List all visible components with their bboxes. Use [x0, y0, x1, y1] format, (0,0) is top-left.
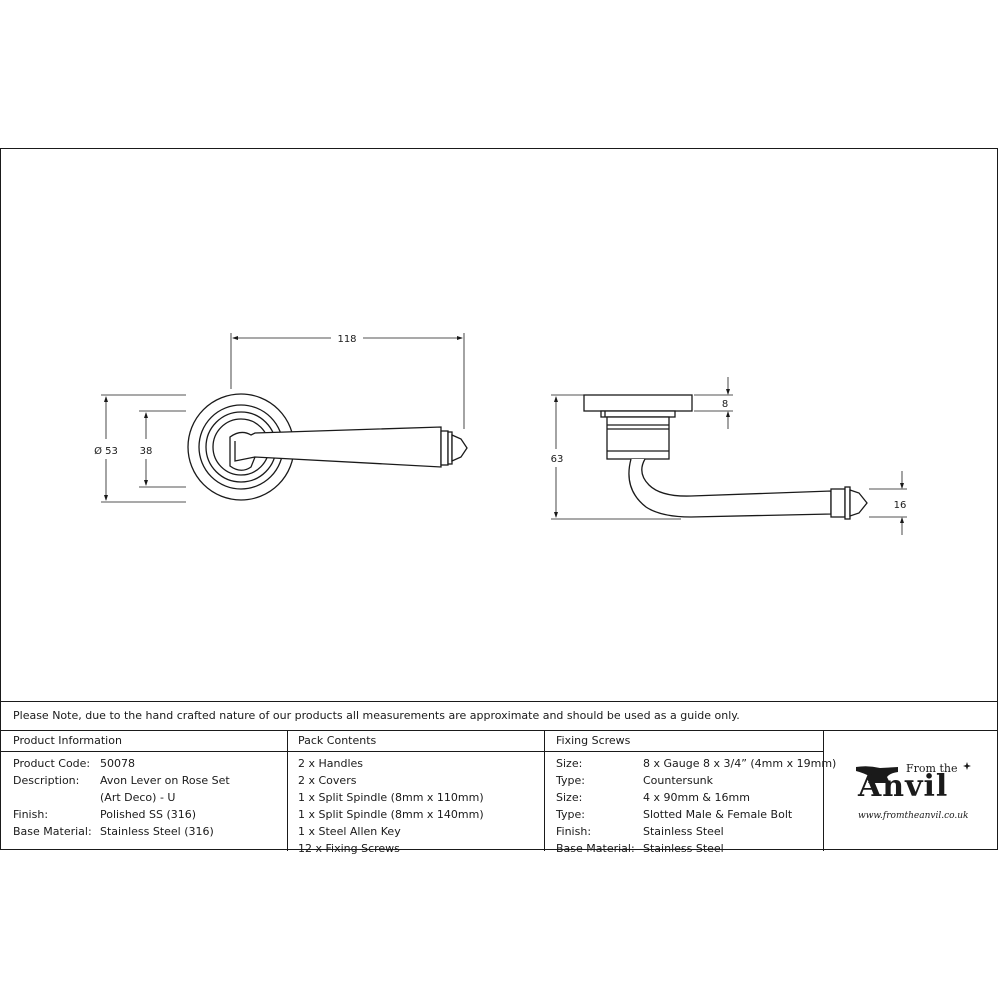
fixing-screw-row: Type: Countersunk [545, 772, 823, 789]
pack-item-text: 1 x Split Spindle (8mm x 140mm) [298, 808, 484, 821]
product-info-key: Product Code: [13, 757, 91, 770]
measurement-note: Please Note, due to the hand crafted nat… [1, 701, 997, 731]
side-lever-collar [830, 488, 846, 518]
logo-panel: From the Anvil www.fromtheanvil.co.uk [824, 731, 997, 851]
fixing-screw-value: Stainless Steel [643, 842, 724, 855]
front-lever-collar [440, 430, 449, 466]
pack-item: 2 x Covers [288, 772, 544, 789]
product-information-rows: Product Code: 50078 Description: Avon Leve… [1, 752, 287, 840]
side-neck [606, 416, 670, 460]
side-lever-ring [844, 486, 851, 520]
from-the-anvil-logo: From the Anvil www.fromtheanvil.co.uk [854, 759, 984, 829]
pack-item: 12 x Fixing Screws [288, 840, 544, 857]
dim-38-label: 38 [140, 446, 153, 457]
dim-8-label: 8 [722, 399, 728, 410]
side-lever-tip [849, 489, 868, 517]
product-info-row: Finish: Polished SS (316) [1, 806, 287, 823]
pack-item-text: 1 x Steel Allen Key [298, 825, 401, 838]
pack-contents-panel: Pack Contents 2 x Handles 2 x Covers 1 x… [288, 731, 545, 855]
fixing-screws-panel: Fixing Screws Size: 8 x Gauge 8 x 3/4” (4… [545, 731, 836, 855]
pack-item-text: 12 x Fixing Screws [298, 842, 400, 855]
fixing-screw-key: Type: [556, 808, 585, 821]
fixing-screw-row: Size: 4 x 90mm & 16mm [545, 789, 823, 806]
pack-item: 2 x Handles [288, 755, 544, 772]
product-info-key: Description: [13, 774, 80, 787]
fixing-screws-rows: Size: 8 x Gauge 8 x 3/4” (4mm x 19mm) Typ… [545, 752, 836, 857]
pack-item: 1 x Steel Allen Key [288, 823, 544, 840]
dim-53-label: Ø 53 [94, 445, 118, 457]
dim-118-label: 118 [337, 334, 356, 345]
fixing-screw-key: Type: [556, 774, 585, 787]
fixing-screw-value: 4 x 90mm & 16mm [643, 791, 750, 804]
fixing-screws-header: Fixing Screws [545, 731, 823, 752]
product-info-row: Description: Avon Lever on Rose Set [1, 772, 287, 789]
fixing-screw-value: Slotted Male & Female Bolt [643, 808, 793, 821]
pack-contents-list: 2 x Handles 2 x Covers 1 x Split Spindle… [288, 752, 544, 857]
product-info-row: (Art Deco) - U [1, 789, 287, 806]
front-lever-tip [451, 433, 468, 463]
product-information-panel: Product Information Product Code: 50078 D… [1, 731, 288, 851]
dim-63-label: 63 [551, 454, 564, 465]
anvil-icon [856, 762, 971, 783]
product-info-key: Finish: [13, 808, 49, 821]
fixing-screw-row: Type: Slotted Male & Female Bolt [545, 806, 823, 823]
dim-16-label: 16 [894, 500, 907, 511]
front-lever-neck [234, 441, 256, 462]
product-info-value: Stainless Steel (316) [100, 825, 214, 838]
pack-item-text: 2 x Covers [298, 774, 357, 787]
pack-contents-header: Pack Contents [288, 731, 544, 752]
pack-item: 1 x Split Spindle (8mm x 140mm) [288, 806, 544, 823]
side-rose-plate [583, 394, 693, 412]
fixing-screw-key: Finish: [556, 825, 592, 838]
drawing-sheet: 118 Ø 53 38 [0, 148, 998, 855]
pack-item-text: 1 x Split Spindle (8mm x 110mm) [298, 791, 484, 804]
product-info-value: (Art Deco) - U [100, 791, 176, 804]
fixing-screw-value: Countersunk [643, 774, 714, 787]
fixing-screw-row: Base Material: Stainless Steel [545, 840, 823, 857]
logo-brand-text: Anvil [858, 769, 949, 804]
fixing-screw-row: Finish: Stainless Steel [545, 823, 823, 840]
front-lever [229, 426, 442, 471]
technical-drawing: 118 Ø 53 38 [94, 333, 907, 535]
product-info-row: Product Code: 50078 [1, 755, 287, 772]
pack-item: 1 x Split Spindle (8mm x 110mm) [288, 789, 544, 806]
pack-item-text: 2 x Handles [298, 757, 364, 770]
side-rose-step [600, 410, 676, 418]
fixing-screw-key: Base Material: [556, 842, 635, 855]
fixing-screw-row: Size: 8 x Gauge 8 x 3/4” (4mm x 19mm) [545, 755, 836, 772]
side-view: 63 8 16 [551, 377, 907, 535]
product-info-value: 50078 [100, 757, 135, 770]
product-info-key: Base Material: [13, 825, 92, 838]
product-info-row: Base Material: Stainless Steel (316) [1, 823, 287, 840]
fixing-screw-key: Size: [556, 757, 583, 770]
fixing-screw-value: 8 x Gauge 8 x 3/4” (4mm x 19mm) [643, 757, 837, 770]
product-info-value: Avon Lever on Rose Set [100, 774, 230, 787]
front-view: 118 Ø 53 38 [94, 333, 468, 503]
dim-8-arrows [726, 389, 730, 417]
product-info-value: Polished SS (316) [100, 808, 197, 821]
product-information-header: Product Information [1, 731, 287, 752]
fixing-screw-key: Size: [556, 791, 583, 804]
fixing-screw-value: Stainless Steel [643, 825, 724, 838]
logo-from-text: From the [906, 762, 958, 775]
logo-url-text: www.fromtheanvil.co.uk [858, 811, 969, 821]
side-lever [628, 458, 832, 518]
